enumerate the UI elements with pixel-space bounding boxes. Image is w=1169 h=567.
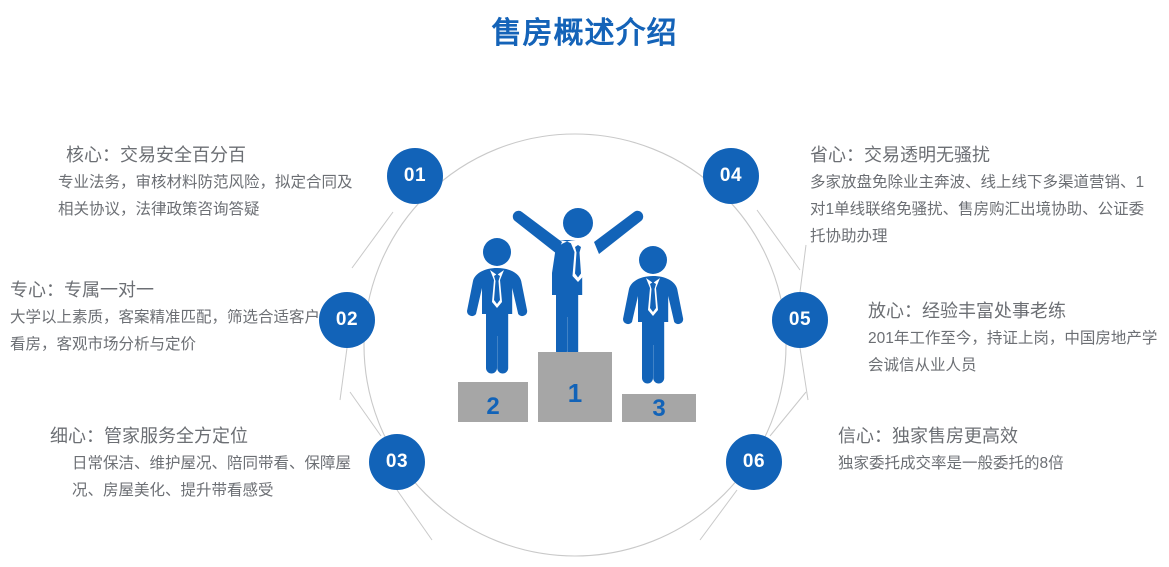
- block-03-title: 细心：管家服务全方定位: [50, 426, 248, 446]
- node-badge-02[interactable]: 02: [319, 292, 375, 348]
- content-block-05: 放心：经验丰富处事老练 201年工作至今，持证上岗，中国房地产学会诚信从业人员: [868, 298, 1158, 379]
- podium-block-1: [538, 352, 612, 422]
- node-label-02: 02: [335, 309, 359, 330]
- page-title: 售房概述介绍: [491, 17, 678, 50]
- figure-second-place: [467, 238, 528, 374]
- block-06-body: 独家委托成交率是一般委托的8倍: [838, 455, 1064, 472]
- podium-rank-1: 1: [568, 378, 582, 408]
- node-label-04: 04: [719, 165, 743, 186]
- block-06-title: 信心：独家售房更高效: [838, 426, 1018, 446]
- podium-rank-2: 2: [486, 393, 499, 420]
- winners-podium-illustration: 2 1 3: [458, 208, 696, 422]
- block-04-body: 多家放盘免除业主奔波、线上线下多渠道营销、1对1单线联络免骚扰、售房购汇出境协助…: [810, 174, 1145, 246]
- node-badge-04[interactable]: 04: [703, 148, 759, 204]
- podium-block-3: [622, 394, 696, 422]
- figure-first-place: [512, 208, 644, 357]
- node-label-05: 05: [788, 309, 812, 330]
- node-label-06: 06: [742, 451, 766, 472]
- block-01-title: 核心：交易安全百分百: [66, 145, 246, 165]
- content-block-03: 细心：管家服务全方定位 日常保洁、维护屋况、陪同带看、保障屋况、房屋美化、提升带…: [50, 423, 352, 504]
- block-02-body: 大学以上素质，客案精准匹配，筛选合适客户看房，客观市场分析与定价: [10, 309, 321, 354]
- figure-third-place: [623, 246, 684, 384]
- block-04-title: 省心：交易透明无骚扰: [810, 145, 990, 165]
- content-block-06: 信心：独家售房更高效 独家委托成交率是一般委托的8倍: [838, 423, 1158, 477]
- block-05-title: 放心：经验丰富处事老练: [868, 301, 1066, 321]
- podium-block-2: [458, 382, 528, 422]
- node-badge-06[interactable]: 06: [726, 434, 782, 490]
- node-badge-03[interactable]: 03: [369, 434, 425, 490]
- block-02-title: 专心：专属一对一: [10, 280, 154, 300]
- podium-rank-3: 3: [652, 395, 665, 422]
- block-01-body: 专业法务，审核材料防范风险，拟定合同及相关协议，法律政策咨询答疑: [58, 174, 353, 219]
- node-badge-05[interactable]: 05: [772, 292, 828, 348]
- content-block-01: 核心：交易安全百分百 专业法务，审核材料防范风险，拟定合同及相关协议，法律政策咨…: [58, 142, 358, 223]
- block-03-body: 日常保洁、维护屋况、陪同带看、保障屋况、房屋美化、提升带看感受: [72, 455, 352, 500]
- block-05-body: 201年工作至今，持证上岗，中国房地产学会诚信从业人员: [868, 330, 1158, 375]
- content-block-04: 省心：交易透明无骚扰 多家放盘免除业主奔波、线上线下多渠道营销、1对1单线联络免…: [810, 142, 1150, 250]
- node-label-03: 03: [385, 451, 409, 472]
- node-label-01: 01: [403, 165, 427, 186]
- node-badge-01[interactable]: 01: [387, 148, 443, 204]
- content-block-02: 专心：专属一对一 大学以上素质，客案精准匹配，筛选合适客户看房，客观市场分析与定…: [10, 277, 328, 358]
